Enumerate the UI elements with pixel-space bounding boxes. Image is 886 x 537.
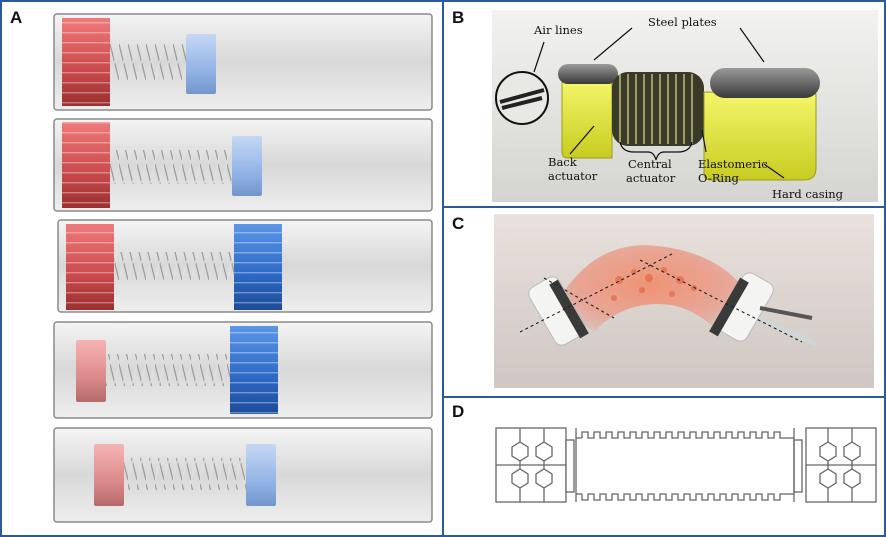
panel-c-photo	[494, 214, 874, 388]
annotation-air-lines: Air lines	[534, 23, 583, 37]
blue-actuator-idle	[246, 444, 276, 506]
red-actuator-idle	[94, 444, 124, 506]
panel-a-illustration	[53, 13, 433, 523]
tube-stage-5	[53, 427, 433, 523]
annotation-central-actuator-1: Central	[628, 157, 672, 171]
tube-stage-2	[53, 118, 433, 212]
panel-b-photo	[492, 10, 878, 202]
panel-a-label: A	[10, 8, 23, 27]
schematic-right-lattice	[806, 428, 876, 502]
annotation-hard-casing: Hard casing	[772, 187, 844, 201]
annotation-oring-1: Elastomeric	[698, 157, 768, 171]
tube-stage-1	[53, 13, 433, 111]
end-cap-left	[528, 276, 589, 346]
panel-a: A	[2, 2, 444, 535]
annotation-steel-plates: Steel plates	[648, 15, 717, 29]
panel-b: B	[444, 2, 884, 208]
schematic-left-lattice	[496, 428, 566, 502]
panel-d-schematic	[495, 427, 877, 503]
panel-d-label: D	[452, 402, 465, 421]
annotation-oring-2: O-Ring	[698, 171, 739, 185]
red-actuator-idle	[76, 340, 106, 402]
annotation-back-actuator-1: Back	[548, 155, 577, 169]
end-cap-right	[709, 272, 774, 342]
panel-c: C	[444, 208, 884, 398]
blue-actuator-idle	[232, 136, 262, 196]
tube-stage-4	[53, 321, 433, 419]
tube-stage-3	[57, 219, 433, 313]
panel-c-label: C	[452, 214, 465, 233]
schematic-corrugated-body	[581, 431, 786, 501]
annotation-central-actuator-2: actuator	[626, 171, 676, 185]
panel-d: D	[444, 398, 884, 535]
annotation-back-actuator-2: actuator	[548, 169, 598, 183]
central-actuator-bellows	[612, 72, 704, 146]
panel-b-label: B	[452, 8, 465, 27]
blue-actuator-idle	[186, 34, 216, 94]
